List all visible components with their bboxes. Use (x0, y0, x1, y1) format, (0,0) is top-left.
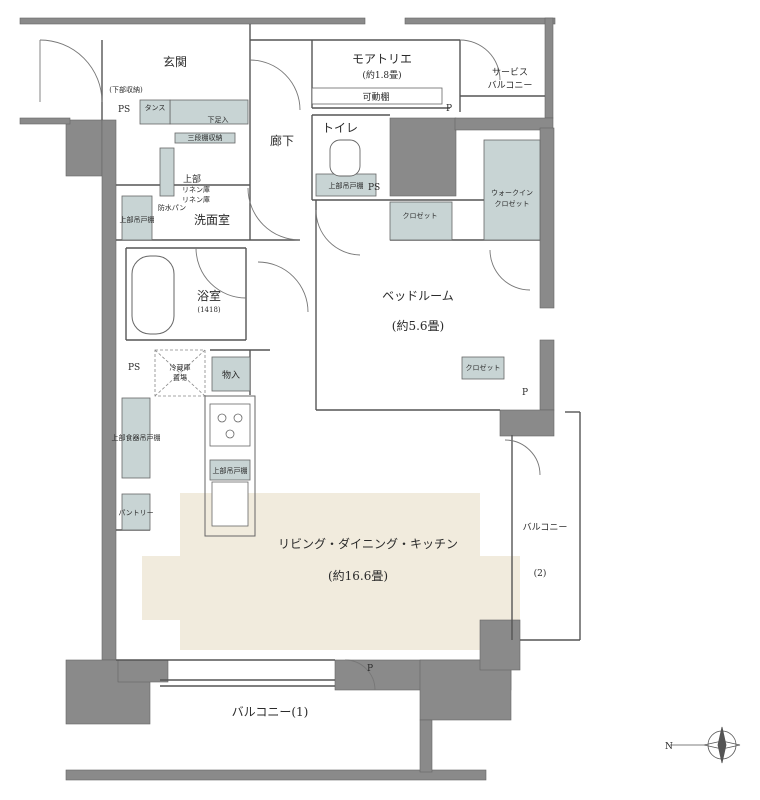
shoe-cabinet-label: 下足入 (208, 116, 229, 124)
shoe-tall-label: タンス (145, 103, 166, 112)
movable-shelf (311, 87, 443, 105)
structural-walls (19, 17, 556, 781)
linen-upper-2: リネン庫 (182, 185, 210, 194)
corridor-label: 廊下 (270, 133, 294, 148)
lower-storage-label: (下部収納) (109, 85, 143, 94)
door-swings (39, 39, 541, 691)
north-compass-icon (670, 726, 741, 764)
kitchen-counter (204, 395, 256, 537)
atelier-label: モアトリエ (352, 52, 412, 66)
balcony-2-label-b: (2) (534, 568, 547, 579)
p-marker: P (522, 388, 528, 398)
p-marker: P (367, 664, 373, 674)
walkin-closet (483, 139, 541, 241)
shoe-cabinet (169, 99, 249, 125)
kitchen-shelf-label: 上部吊戸棚 (213, 466, 248, 475)
bedroom-size-label: (約5.6畳) (392, 318, 444, 333)
balcony-2-label-a: バルコニー (523, 522, 568, 533)
closet-1-label: クロゼット (403, 211, 438, 220)
closet-2 (461, 356, 505, 380)
bedroom-label: ベッドルーム (382, 289, 454, 303)
ldk-label: リビング・ダイニング・キッチン (278, 536, 458, 551)
closet-2-label: クロゼット (466, 363, 501, 372)
entrance-label: 玄関 (163, 54, 187, 69)
triple-shelf-label: 三段棚収納 (188, 133, 223, 142)
shoe-tall-cabinet (139, 99, 171, 125)
wash-hanging-shelf (121, 195, 153, 241)
fridge-space-label: 置場 (173, 373, 187, 382)
linen-label: リネン庫 (182, 195, 210, 204)
walkin-label-2: クロゼット (495, 199, 530, 208)
p-marker: P (446, 104, 452, 114)
fixtures (121, 87, 541, 531)
bathroom-label: 浴室 (197, 288, 221, 303)
ldk-floor (142, 493, 520, 650)
pantry-label: パントリー (118, 509, 153, 517)
balcony-1-label: バルコニー(1) (232, 705, 309, 719)
ps-marker: PS (368, 183, 380, 193)
linen-upper-1: 上部 (183, 173, 201, 185)
storage-box (211, 356, 251, 392)
ldk-size-label: (約16.6畳) (328, 568, 388, 583)
toilet-shelf-label: 上部吊戸棚 (329, 181, 364, 190)
service-balcony-label-2: バルコニー (488, 80, 533, 91)
ps-marker: PS (128, 363, 140, 373)
labels: 玄関 (下部収納) タンス 下足入 モアトリエ (約1.8畳) 可動棚 サービス… (109, 52, 567, 719)
north-marker: N (665, 742, 673, 752)
pantry-box (121, 493, 151, 531)
toilet-label: トイレ (322, 121, 358, 135)
wash-shelf-label: 上部吊戸棚 (120, 215, 155, 224)
markers: PS PS PS P P P N (118, 104, 673, 752)
atelier-size-label: (約1.8畳) (362, 69, 401, 81)
closet-1 (389, 201, 453, 241)
fridge-label: 冷蔵庫 (170, 363, 191, 372)
fridge-space (154, 349, 206, 397)
bathtub-icon (131, 255, 175, 335)
storage-label: 物入 (222, 369, 240, 381)
walkin-label-1: ウォークイン (491, 189, 533, 197)
toilet-bowl-icon (329, 139, 361, 177)
service-balcony-label-1: サービス (492, 67, 528, 78)
food-shelf (121, 397, 151, 479)
triple-shelf (174, 132, 236, 144)
linen-cabinet (159, 147, 175, 197)
ps-marker: PS (118, 105, 130, 115)
kitchen-upper-shelf (209, 459, 251, 481)
food-shelf-label: 上部食器吊戸棚 (112, 433, 161, 442)
bath-size-label: (1418) (197, 306, 221, 314)
waterproof-pan-label: 防水パン (158, 203, 186, 212)
sink-icon (211, 481, 249, 527)
washroom-label: 洗面室 (194, 212, 230, 227)
stove-icon (209, 403, 251, 447)
movable-shelf-label: 可動棚 (362, 91, 389, 103)
